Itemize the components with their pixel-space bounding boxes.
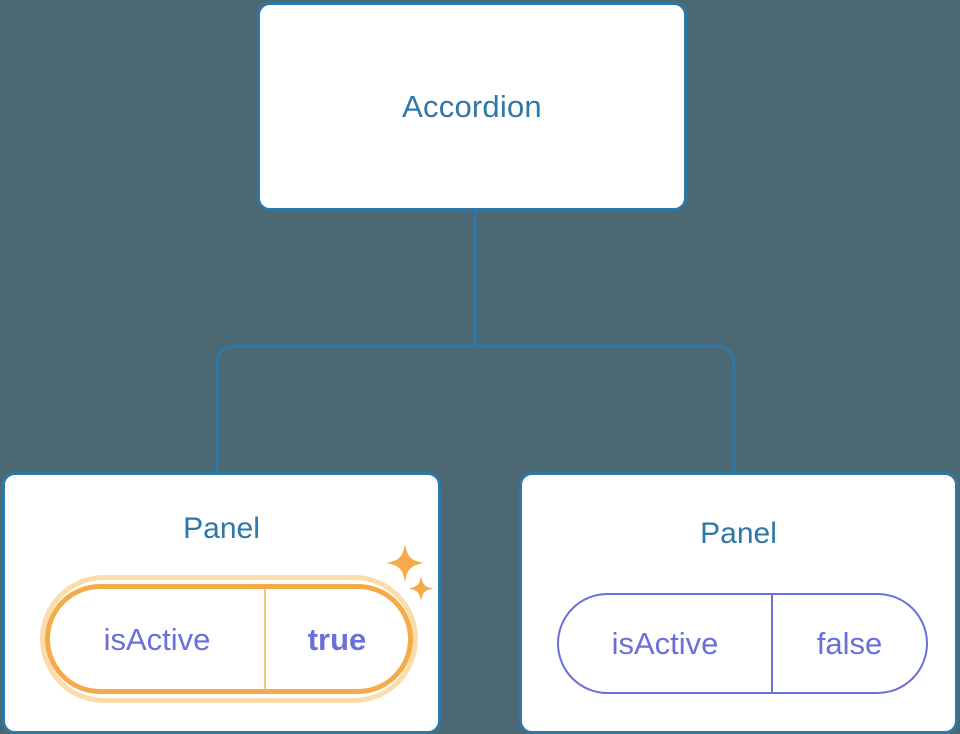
- connector-bus-to-left-panel: [215, 344, 475, 472]
- prop-value-label: false: [816, 626, 883, 661]
- prop-pill-left-wrapper: isActive true: [40, 575, 418, 703]
- prop-value-label: true: [307, 621, 367, 657]
- node-panel-left-title: Panel: [183, 512, 260, 545]
- prop-key-label: isActive: [559, 595, 773, 692]
- connector-bus-to-right-panel: [475, 344, 736, 472]
- prop-pill-isactive-false[interactable]: isActive false: [557, 593, 928, 694]
- node-accordion[interactable]: Accordion: [257, 2, 687, 211]
- prop-key-label: isActive: [50, 589, 266, 689]
- node-accordion-title: Accordion: [402, 89, 542, 124]
- node-panel-right[interactable]: Panel isActive false: [519, 472, 958, 734]
- prop-pill-isactive-true[interactable]: isActive true: [45, 584, 413, 694]
- node-panel-left[interactable]: Panel isActive true: [2, 472, 441, 734]
- node-panel-right-title: Panel: [700, 517, 777, 550]
- prop-pill-glow-ring: [40, 575, 418, 703]
